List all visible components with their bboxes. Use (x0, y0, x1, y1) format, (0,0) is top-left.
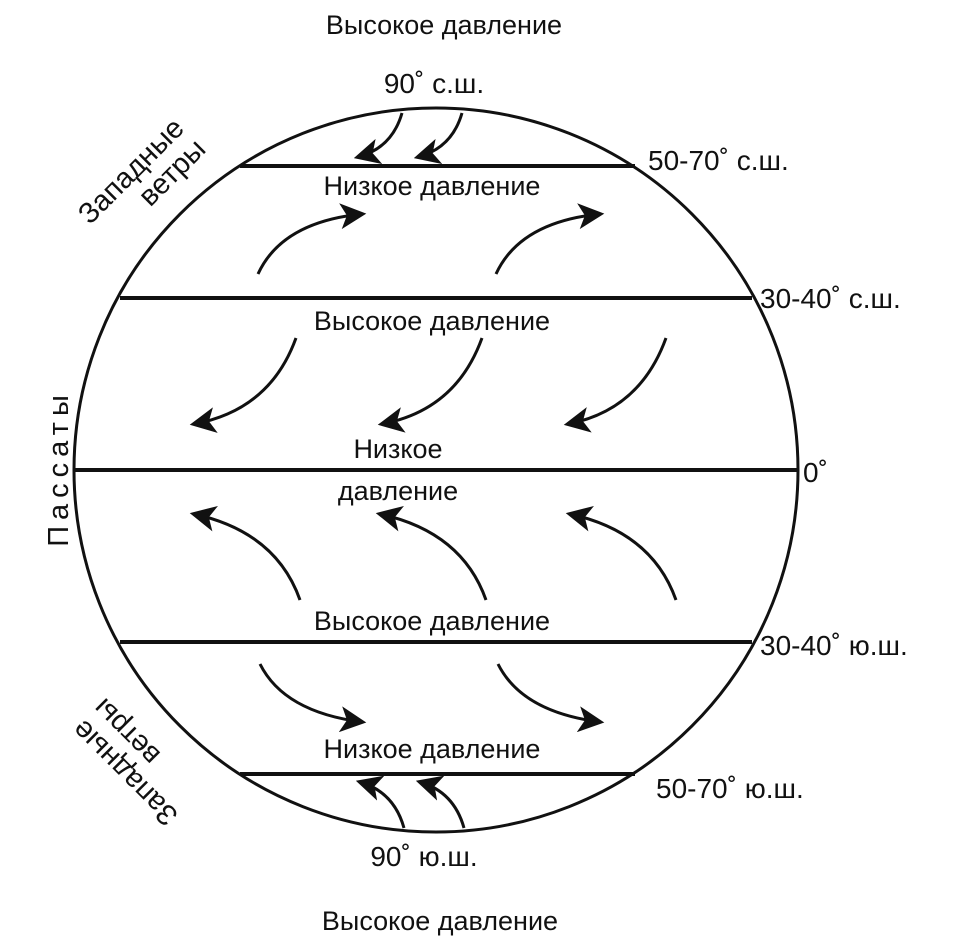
label-south-subtropical-high: Высокое давление (314, 606, 550, 636)
label-equatorial-low-line2: давление (338, 476, 458, 506)
latitude-label-equator: 0˚ (803, 457, 828, 488)
wind-arrow-westerly-south-1 (258, 663, 367, 733)
latitude-label-50-70-south: 50-70˚ ю.ш. (656, 773, 804, 804)
trade-winds-label: Пассаты (43, 389, 75, 547)
wind-arrow-trade-south-1 (189, 505, 302, 601)
wind-arrow-trade-north-2 (377, 337, 484, 433)
wind-arrow-westerly-south-2 (496, 663, 605, 733)
wind-arrow-trade-north-1 (189, 337, 298, 433)
label-south-polar-low: Низкое давление (324, 734, 541, 764)
wind-arrow-polar-south-1 (355, 775, 406, 829)
westerlies-north-label: Западные ветры (72, 112, 212, 230)
latitude-label-90-north: 90˚ с.ш. (384, 68, 484, 99)
title-high-pressure-bottom: Высокое давление (322, 906, 558, 936)
label-north-subtropical-high: Высокое давление (314, 306, 550, 336)
latitude-label-90-south: 90˚ ю.ш. (370, 841, 477, 872)
title-high-pressure-top: Высокое давление (326, 10, 562, 40)
wind-arrow-trade-south-3 (565, 505, 678, 601)
wind-arrow-westerly-north-2 (494, 203, 605, 275)
wind-arrow-westerly-north-1 (256, 203, 367, 275)
westerlies-south-label: Западные ветры (66, 692, 184, 832)
wind-arrow-trade-north-3 (563, 337, 668, 433)
trade-winds-text: Пассаты (43, 389, 75, 547)
latitude-label-30-40-north: 30-40˚ с.ш. (760, 283, 901, 314)
wind-arrow-trade-south-2 (375, 505, 488, 601)
latitude-label-30-40-south: 30-40˚ ю.ш. (760, 630, 908, 661)
wind-arrow-polar-north-1 (353, 112, 404, 165)
label-equatorial-low-line1: Низкое (353, 434, 442, 464)
wind-arrow-polar-north-2 (413, 112, 464, 165)
wind-arrow-polar-south-2 (415, 775, 466, 829)
latitude-label-50-70-north: 50-70˚ с.ш. (648, 145, 789, 176)
label-north-polar-low: Низкое давление (324, 171, 541, 201)
